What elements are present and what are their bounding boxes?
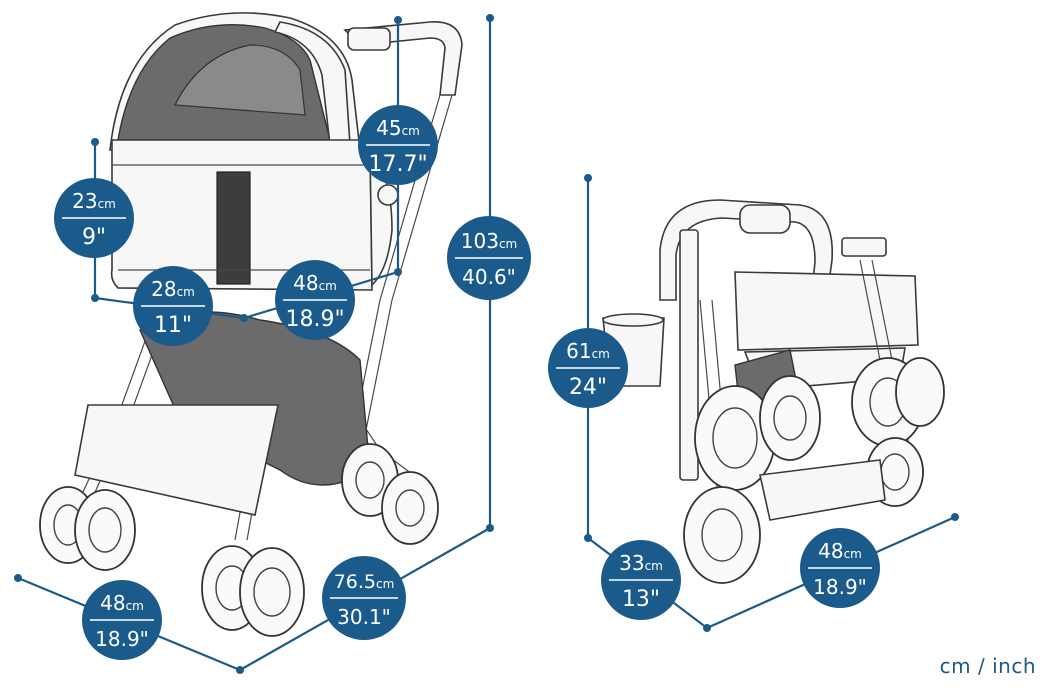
badge-inch-value: 18.9" <box>813 575 867 599</box>
badge-handle-height: 45cm 17.7" <box>358 105 438 185</box>
stroller-folded-drawing <box>602 199 945 584</box>
badge-cm-value: 33 <box>619 551 644 575</box>
svg-text:28cm: 28cm <box>151 277 195 301</box>
badge-inch-value: 13" <box>622 587 660 612</box>
unit-legend: cm / inch <box>939 654 1036 678</box>
badge-canopy-height: 23cm 9" <box>54 178 134 258</box>
badge-cm-unit: cm <box>98 197 116 211</box>
badge-cm-unit: cm <box>844 547 862 561</box>
badge-total-height: 103cm 40.6" <box>447 216 531 300</box>
badge-basket-depth: 28cm 11" <box>133 266 213 346</box>
svg-text:103cm: 103cm <box>461 229 517 253</box>
badge-basket-width: 48cm 18.9" <box>275 260 355 340</box>
svg-text:76.5cm: 76.5cm <box>334 571 395 593</box>
badge-cm-value: 48 <box>293 271 318 295</box>
badge-cm-unit: cm <box>376 577 394 591</box>
badge-inch-value: 11" <box>154 313 192 338</box>
badge-folded-height: 61cm 24" <box>548 328 628 408</box>
badge-cm-unit: cm <box>402 124 420 138</box>
badge-inch-value: 17.7" <box>368 152 427 177</box>
badge-cm-unit: cm <box>592 347 610 361</box>
badge-folded-width: 48cm 18.9" <box>800 528 880 608</box>
svg-text:48cm: 48cm <box>293 271 337 295</box>
badge-folded-depth: 33cm 13" <box>601 540 681 620</box>
badge-cm-value: 45 <box>376 116 401 140</box>
badge-cm-unit: cm <box>177 285 195 299</box>
svg-text:48cm: 48cm <box>100 591 144 615</box>
badge-inch-value: 40.6" <box>462 265 516 289</box>
badge-cm-unit: cm <box>126 599 144 613</box>
badge-cm-value: 48 <box>100 591 125 615</box>
stroller-open-drawing <box>39 12 463 637</box>
badge-cm-value: 28 <box>151 277 176 301</box>
badge-cm-unit: cm <box>645 559 663 573</box>
badge-cm-unit: cm <box>319 279 337 293</box>
svg-text:61cm: 61cm <box>566 339 610 363</box>
badge-inch-value: 24" <box>569 375 607 400</box>
badge-cm-value: 103 <box>461 229 499 253</box>
svg-text:45cm: 45cm <box>376 116 420 140</box>
badge-cm-value: 48 <box>818 539 843 563</box>
badge-inch-value: 30.1" <box>337 605 391 629</box>
svg-text:33cm: 33cm <box>619 551 663 575</box>
badge-inch-value: 18.9" <box>95 627 149 651</box>
badge-cm-value: 61 <box>566 339 591 363</box>
badge-total-length: 76.5cm 30.1" <box>322 556 406 640</box>
svg-text:48cm: 48cm <box>818 539 862 563</box>
badge-cm-value: 23 <box>72 189 97 213</box>
badge-inch-value: 9" <box>82 225 106 250</box>
badge-cm-value: 76.5 <box>334 571 376 593</box>
badge-cm-unit: cm <box>499 237 517 251</box>
badge-inch-value: 18.9" <box>285 307 344 332</box>
badge-base-width: 48cm 18.9" <box>82 580 162 660</box>
svg-text:23cm: 23cm <box>72 189 116 213</box>
